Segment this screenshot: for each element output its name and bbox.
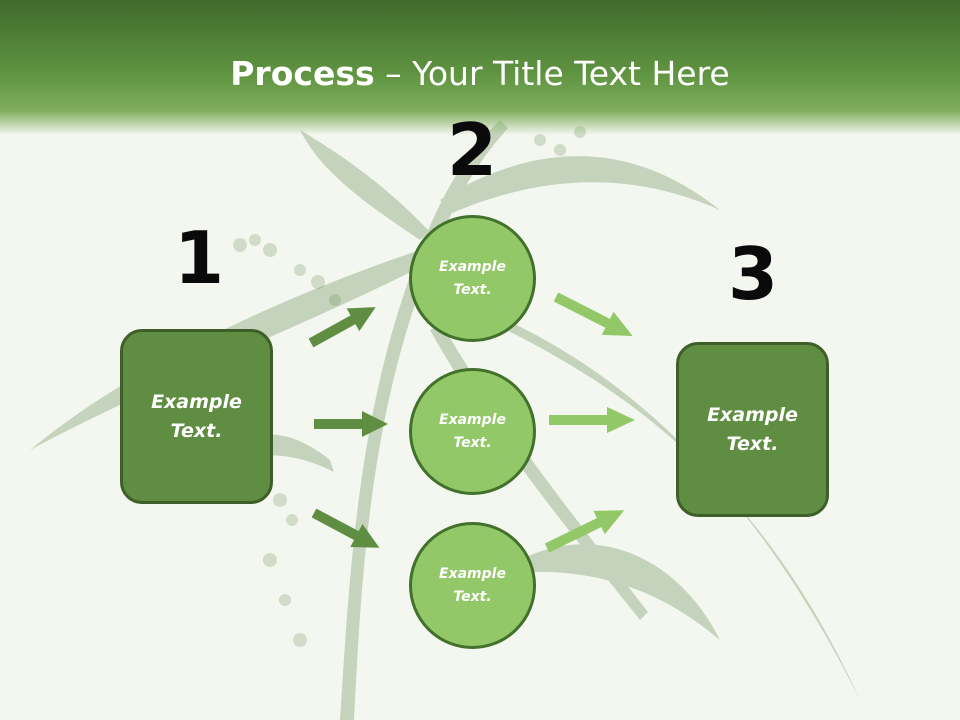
step-2-circle-top: Example Text. [409,215,536,342]
arrow-middle-to-3-icon [549,407,635,433]
title-bold: Process [230,54,375,93]
title-rest: – Your Title Text Here [374,54,730,93]
arrow-1-to-top-icon [308,307,376,348]
arrow-top-to-3-icon [553,292,633,337]
slide-title: Process – Your Title Text Here [0,52,960,96]
step-number-3: 3 [727,232,779,316]
step-1-box: Example Text. [120,329,273,504]
step-number-2: 2 [446,108,498,192]
step-2-circle-middle: Example Text. [409,368,536,495]
step-3-box: Example Text. [676,342,829,517]
step-1-text: Example Text. [151,390,242,442]
arrow-1-to-bottom-icon [311,508,380,548]
step-number-1: 1 [173,216,225,300]
step-2-bottom-text: Example Text. [439,565,506,605]
arrow-bottom-to-3-icon [544,510,625,553]
step-2-circle-bottom: Example Text. [409,522,536,649]
title-banner [0,0,960,135]
step-3-text: Example Text. [707,403,798,455]
arrow-1-to-middle-icon [314,411,388,437]
step-2-top-text: Example Text. [439,258,506,298]
step-2-middle-text: Example Text. [439,411,506,451]
